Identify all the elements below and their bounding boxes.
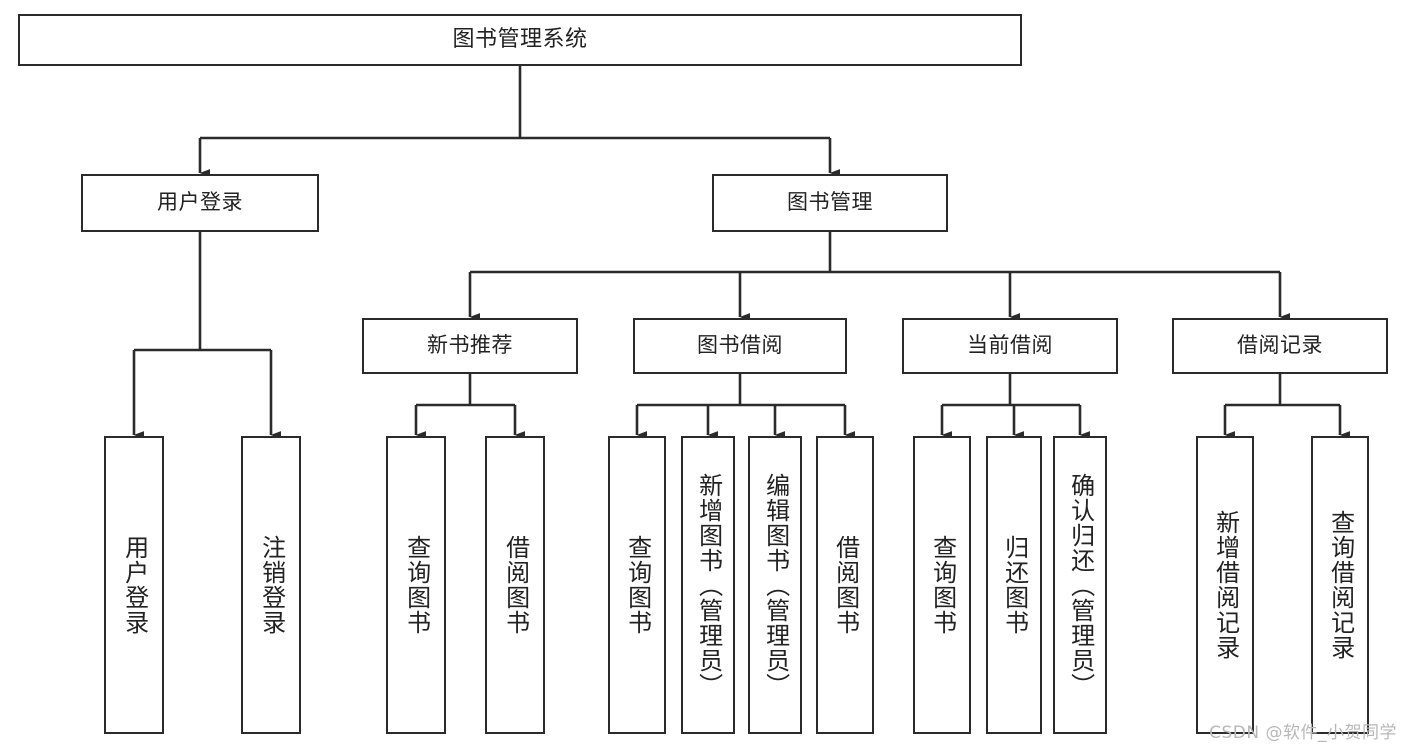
node-leaf-confirm-return-admin[interactable]: 确认归还（管理员） <box>1053 436 1107 734</box>
node-label-leaf-logout: 注销登录 <box>257 535 286 635</box>
node-label-leaf-return-book: 归还图书 <box>1000 535 1029 635</box>
node-label-leaf-borrow-book-1: 借阅图书 <box>501 535 530 635</box>
node-label-leaf-add-borrow-record: 新增借阅记录 <box>1211 510 1240 660</box>
node-label-leaf-query-book-3: 查询图书 <box>928 535 957 635</box>
node-label-leaf-edit-book-admin: 编辑图书（管理员） <box>761 472 790 698</box>
node-label-book-borrow: 图书借阅 <box>697 333 783 358</box>
node-leaf-add-borrow-record[interactable]: 新增借阅记录 <box>1196 436 1254 734</box>
node-label-leaf-add-book-admin: 新增图书（管理员） <box>694 472 723 698</box>
node-label-leaf-query-book-1: 查询图书 <box>402 535 431 635</box>
node-current-borrow[interactable]: 当前借阅 <box>902 318 1118 374</box>
node-label-book-manage: 图书管理 <box>787 190 873 215</box>
node-label-borrow-record: 借阅记录 <box>1237 333 1323 358</box>
node-leaf-query-book-1[interactable]: 查询图书 <box>386 436 446 734</box>
node-user-login[interactable]: 用户登录 <box>81 174 319 232</box>
connector-lines <box>132 66 1351 439</box>
node-book-borrow[interactable]: 图书借阅 <box>633 318 847 374</box>
node-label-leaf-user-login: 用户登录 <box>120 535 149 635</box>
node-label-leaf-query-book-2: 查询图书 <box>623 535 652 635</box>
node-root[interactable]: 图书管理系统 <box>18 14 1022 66</box>
node-leaf-edit-book-admin[interactable]: 编辑图书（管理员） <box>748 436 802 734</box>
node-label-leaf-query-borrow-record: 查询借阅记录 <box>1326 510 1355 660</box>
node-label-user-login: 用户登录 <box>157 190 243 215</box>
node-leaf-add-book-admin[interactable]: 新增图书（管理员） <box>681 436 735 734</box>
node-label-new-book-recommend: 新书推荐 <box>427 333 513 358</box>
node-leaf-query-book-2[interactable]: 查询图书 <box>608 436 666 734</box>
node-borrow-record[interactable]: 借阅记录 <box>1172 318 1388 374</box>
node-book-manage[interactable]: 图书管理 <box>712 174 948 232</box>
node-label-root: 图书管理系统 <box>452 26 588 52</box>
node-new-book-recommend[interactable]: 新书推荐 <box>362 318 578 374</box>
node-leaf-return-book[interactable]: 归还图书 <box>986 436 1042 734</box>
node-leaf-query-borrow-record[interactable]: 查询借阅记录 <box>1311 436 1369 734</box>
node-label-current-borrow: 当前借阅 <box>967 333 1053 358</box>
node-leaf-borrow-book-2[interactable]: 借阅图书 <box>816 436 874 734</box>
node-leaf-logout[interactable]: 注销登录 <box>241 436 301 734</box>
node-label-leaf-confirm-return-admin: 确认归还（管理员） <box>1066 472 1095 698</box>
node-label-leaf-borrow-book-2: 借阅图书 <box>831 535 860 635</box>
watermark-text: CSDN @软件_小贺同学 <box>1209 723 1397 743</box>
node-leaf-user-login[interactable]: 用户登录 <box>104 436 164 734</box>
node-leaf-borrow-book-1[interactable]: 借阅图书 <box>485 436 545 734</box>
node-leaf-query-book-3[interactable]: 查询图书 <box>913 436 971 734</box>
